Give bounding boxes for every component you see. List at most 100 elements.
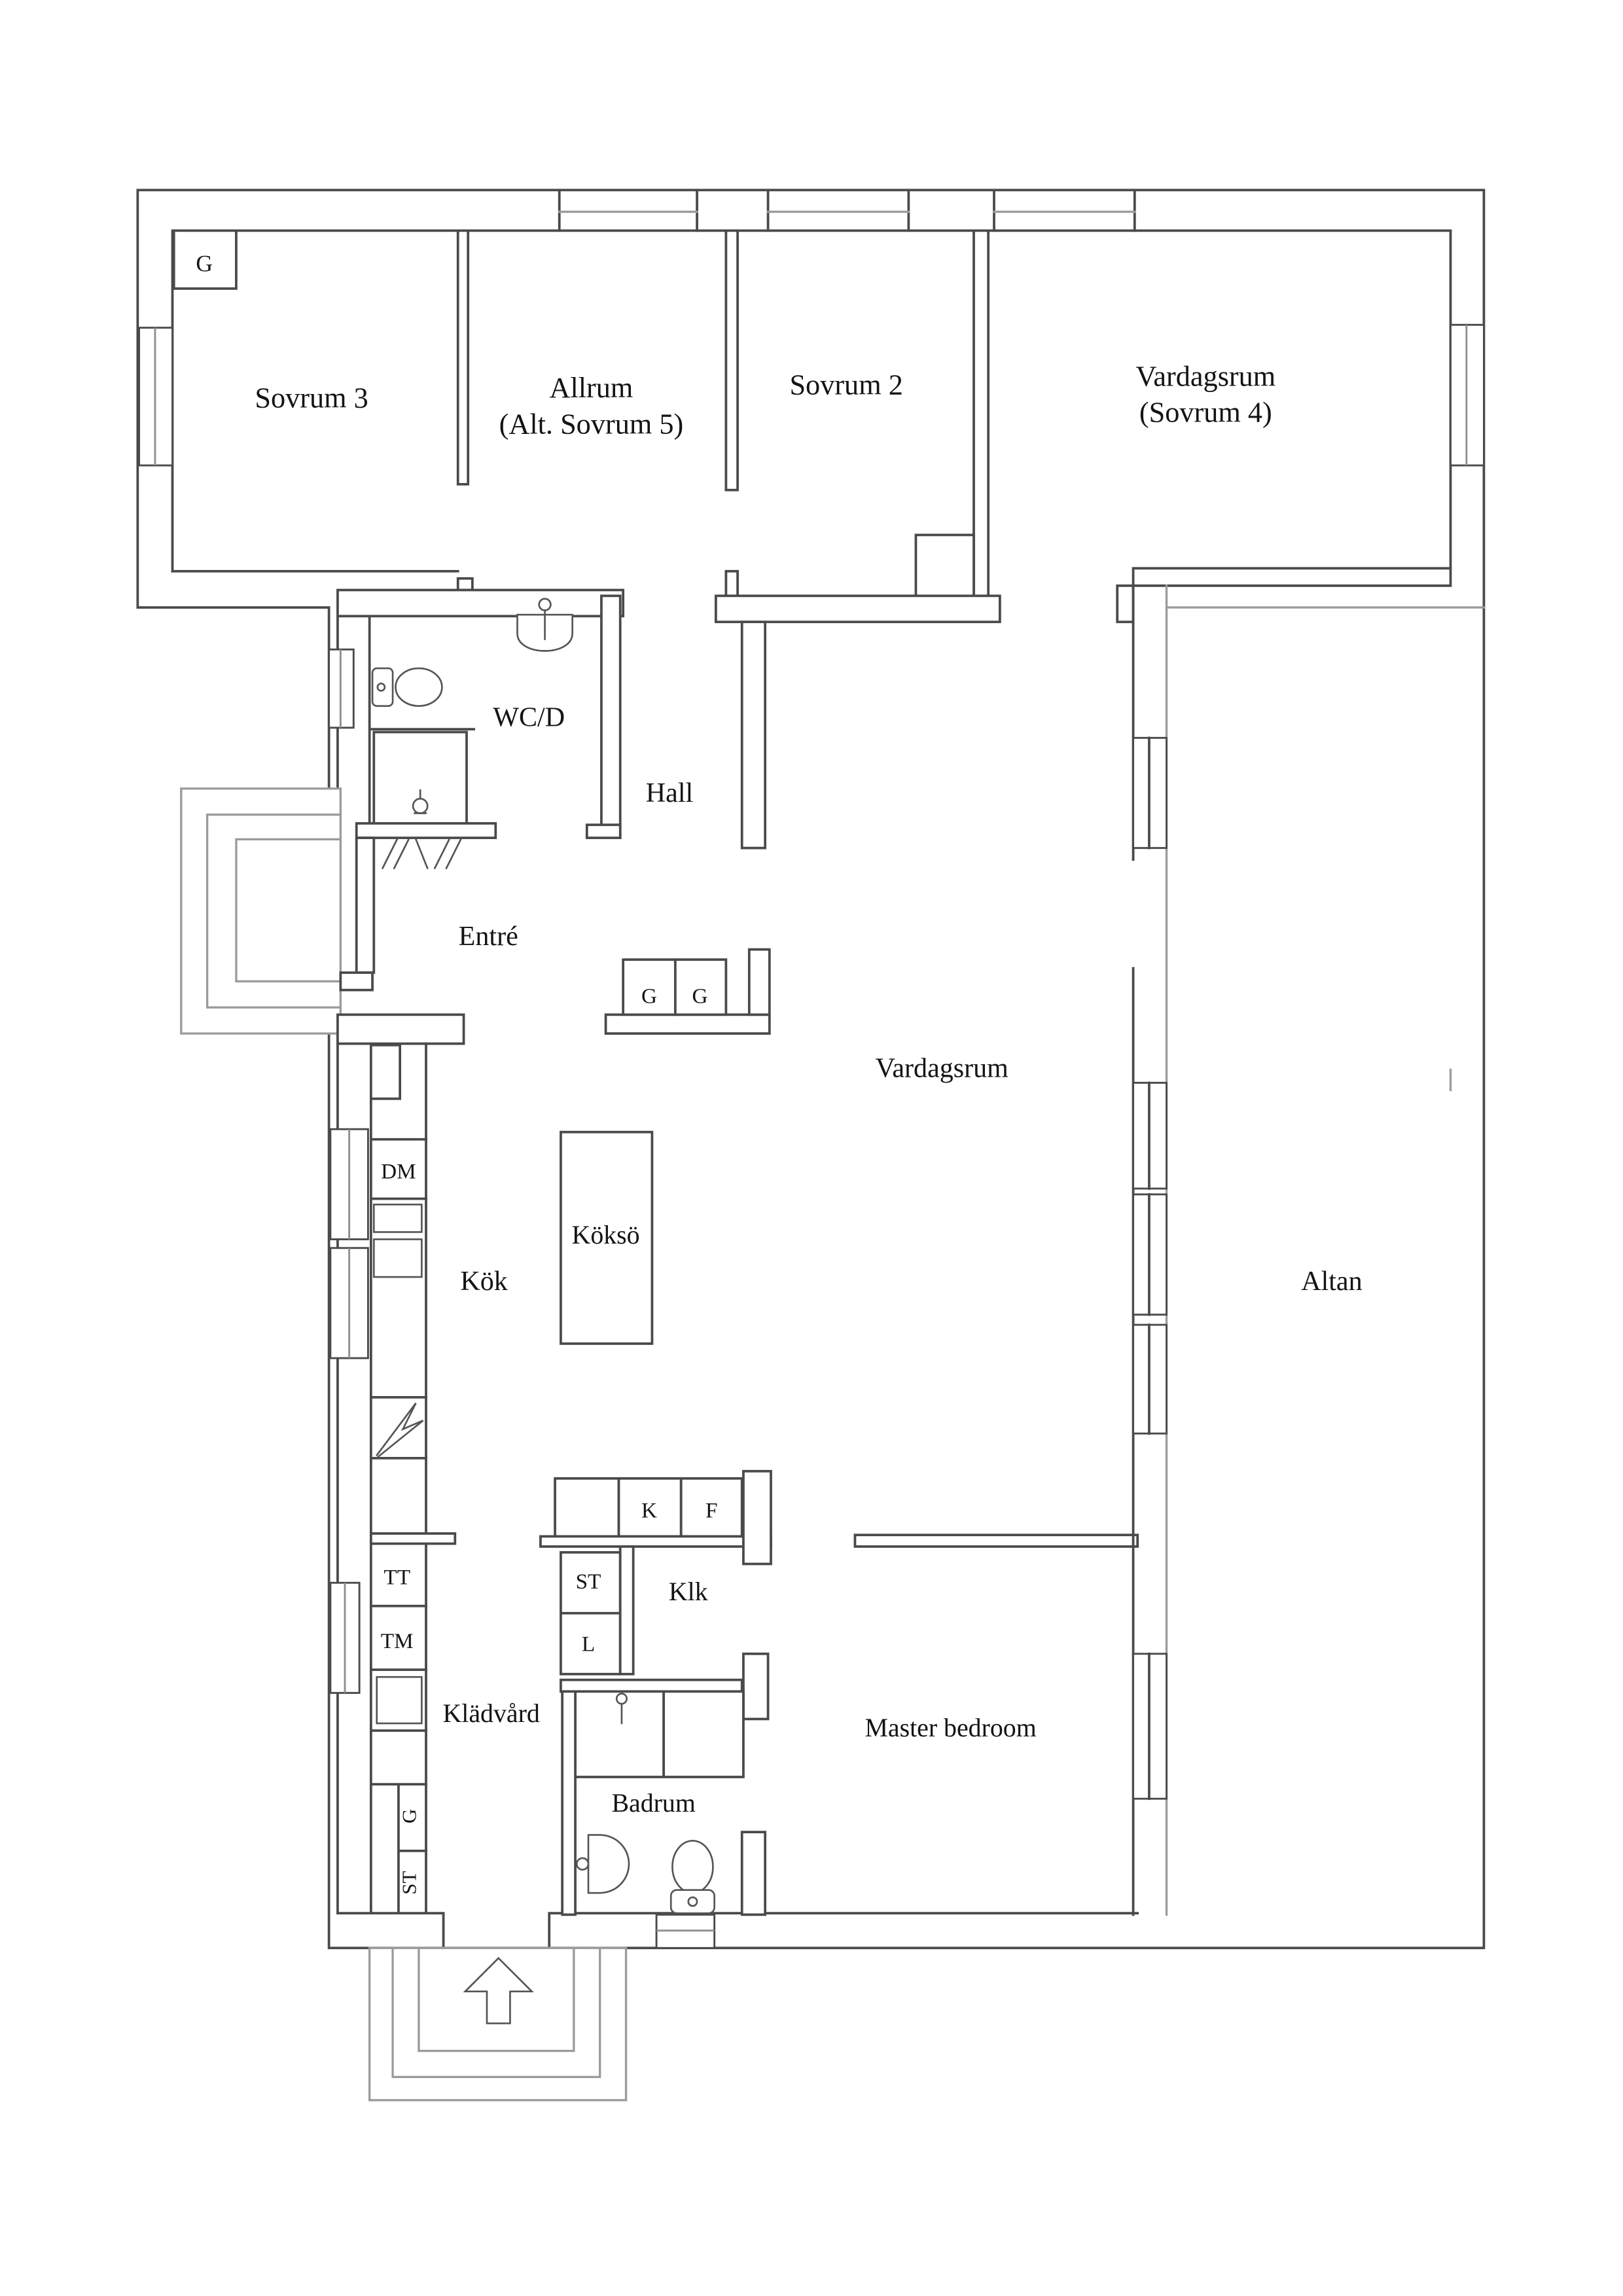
inner-bottom-wall bbox=[336, 1912, 1139, 1950]
kitchen-counter-sides bbox=[369, 1042, 427, 1915]
st-g-closet bbox=[369, 1783, 427, 1915]
wall-chunk-top bbox=[742, 1469, 772, 1566]
hall-closet-plate bbox=[604, 1013, 771, 1035]
entre-niche bbox=[355, 836, 376, 974]
badrum-left-wall bbox=[561, 1690, 577, 1916]
room-labels: Sovrum 3 Allrum (Alt. Sovrum 5) Sovrum 2 Var… bbox=[196, 250, 1362, 1894]
shower-hatch bbox=[382, 838, 462, 869]
label-tt: TT bbox=[383, 1566, 410, 1590]
label-wcd: WC/D bbox=[493, 703, 565, 733]
bathroom-toilet-button bbox=[687, 1896, 698, 1907]
label-vardagsrum4-1: Vardagsrum bbox=[1135, 360, 1275, 392]
divider-sovrum2-vardagsrum4 bbox=[972, 229, 990, 599]
entrance-porch bbox=[368, 1946, 628, 2102]
label-kok: Kök bbox=[460, 1266, 508, 1297]
bathroom-toilet-bowl bbox=[671, 1840, 714, 1894]
wall-chunk-bottom bbox=[740, 1831, 767, 1916]
label-kladvard: Klädvård bbox=[443, 1698, 540, 1728]
counter-top-cabinet bbox=[369, 1043, 402, 1100]
kitchen-island bbox=[560, 1130, 654, 1345]
stove-icon bbox=[376, 1402, 424, 1458]
label-vardagsrum: Vardagsrum bbox=[876, 1054, 1009, 1084]
wcd-right-wall bbox=[600, 594, 622, 840]
hall-stub-wall bbox=[740, 620, 767, 850]
label-sovrum2: Sovrum 2 bbox=[789, 369, 902, 401]
stove-box bbox=[369, 1395, 427, 1460]
altan-windows bbox=[1132, 736, 1168, 1801]
toilet-bowl bbox=[395, 667, 443, 707]
shower-icon-detail bbox=[413, 789, 427, 814]
wcd-top-wall bbox=[336, 588, 625, 618]
shower-icon bbox=[412, 798, 429, 814]
wcd-right-wall-foot bbox=[585, 823, 622, 840]
vardagsrum4-bottom-wall bbox=[1132, 567, 1452, 587]
label-g-hall-2: G bbox=[692, 984, 708, 1009]
label-entre: Entré bbox=[459, 922, 518, 952]
label-dm: DM bbox=[381, 1160, 416, 1184]
label-vardagsrum4-2: (Sovrum 4) bbox=[1139, 397, 1272, 429]
hall-closet-g1 bbox=[622, 958, 677, 1016]
label-st-rot: ST bbox=[397, 1871, 420, 1894]
wcd-bottom-wall bbox=[355, 822, 497, 840]
label-kokso: Köksö bbox=[572, 1220, 640, 1249]
outer-boundary bbox=[136, 188, 1486, 1950]
laundry-plate bbox=[369, 1532, 457, 1545]
wcd-block bbox=[336, 588, 625, 869]
sink-basin-2 bbox=[372, 1238, 423, 1278]
hall-entre bbox=[180, 620, 771, 1045]
cabinet-blank bbox=[554, 1477, 620, 1538]
badrum-top-wall bbox=[560, 1678, 743, 1693]
facade-windows bbox=[138, 323, 1485, 1949]
sovrum3-closet bbox=[172, 229, 238, 290]
label-l-klk: L bbox=[582, 1632, 595, 1656]
divider-sovrum3-allrum bbox=[456, 229, 470, 486]
master-top-wall bbox=[853, 1534, 1139, 1548]
door-jamb-allrum bbox=[456, 577, 474, 592]
label-k: K bbox=[641, 1499, 657, 1523]
freezer-f bbox=[679, 1477, 743, 1538]
sink-basin-1 bbox=[372, 1204, 423, 1233]
altan-wall bbox=[1132, 584, 1486, 1916]
bathroom-sink-tap bbox=[575, 1857, 590, 1871]
label-g-hall-1: G bbox=[641, 984, 657, 1009]
klk-left-wall bbox=[618, 1545, 635, 1676]
label-g-rot: G bbox=[397, 1809, 420, 1823]
vanity-tap-icon bbox=[615, 1693, 628, 1705]
laundry-sink-icon bbox=[376, 1676, 423, 1725]
label-klk: Klk bbox=[669, 1577, 708, 1606]
hall-closet-side-wall bbox=[747, 948, 771, 1016]
badrum-vanity-right bbox=[662, 1690, 745, 1778]
kitchen bbox=[369, 1042, 654, 1915]
kf-plate bbox=[539, 1535, 772, 1548]
entre-bay-inner bbox=[235, 838, 342, 983]
bathroom-sink-icon bbox=[587, 1834, 630, 1894]
storage-bath-block bbox=[539, 1469, 1139, 1916]
badrum-vanity-left bbox=[574, 1690, 666, 1778]
sovrum2-bottom-wall bbox=[714, 594, 1001, 624]
vardagsrum4-door-jamb bbox=[1116, 584, 1135, 624]
door-jamb-sovrum2 bbox=[724, 569, 739, 598]
divider-allrum-sovrum2 bbox=[724, 229, 739, 492]
wall-chunk-mid bbox=[742, 1652, 770, 1721]
entre-niche-step bbox=[339, 971, 374, 992]
washbasin-tap bbox=[538, 598, 552, 611]
label-hall: Hall bbox=[646, 778, 693, 808]
label-g-sovrum3: G bbox=[196, 250, 213, 276]
label-allrum-2: (Alt. Sovrum 5) bbox=[499, 408, 684, 440]
label-altan: Altan bbox=[1301, 1266, 1362, 1297]
entre-bottom-wall bbox=[336, 1013, 465, 1045]
top-window-bay-edges bbox=[558, 188, 1136, 232]
label-st-klk: ST bbox=[576, 1570, 601, 1594]
tt-tm-dividers bbox=[369, 1604, 427, 1732]
hall-closet-g2 bbox=[673, 958, 728, 1016]
label-allrum-1: Allrum bbox=[549, 372, 633, 404]
label-master: Master bedroom bbox=[865, 1713, 1036, 1742]
wcd-partition bbox=[368, 615, 475, 825]
label-sovrum3: Sovrum 3 bbox=[255, 382, 368, 414]
label-tm: TM bbox=[381, 1629, 414, 1653]
label-f: F bbox=[705, 1499, 717, 1523]
bedroom-walls bbox=[172, 229, 1452, 624]
entrance-arrow-icon bbox=[463, 1956, 534, 2024]
